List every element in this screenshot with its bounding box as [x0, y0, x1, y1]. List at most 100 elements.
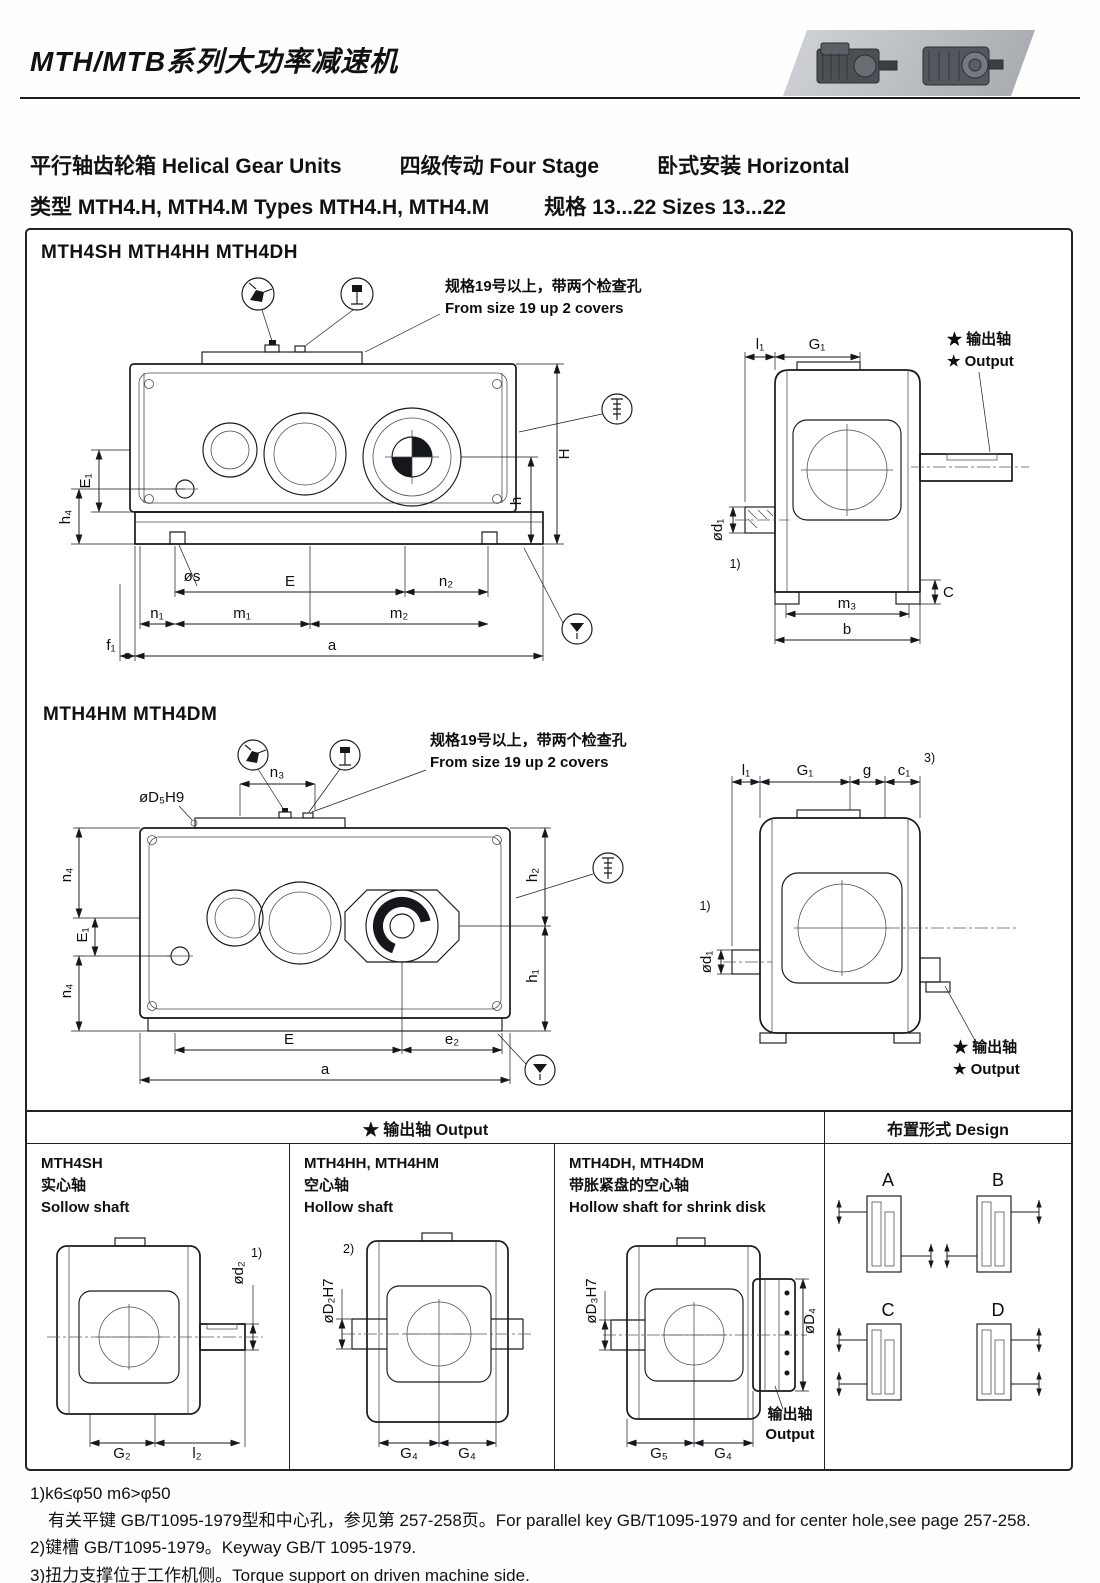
front-view-dimensions: n₃ øD₅H9 E e₂ a n₄ E₁ n₄ h₂ h₁ — [58, 764, 551, 1084]
dim-G2: G₂ — [113, 1445, 131, 1462]
design-c-diagram — [836, 1323, 902, 1401]
cell-mth4hh-hm: MTH4HH, MTH4HM 空心轴 Hollow shaft — [290, 1144, 555, 1471]
table-header-row: ★ 输出轴 Output 布置形式 Design — [27, 1112, 1071, 1144]
gearbox-photo-2 — [922, 46, 1004, 86]
dim-n2: n₂ — [439, 573, 453, 590]
dim-h4: h₄ — [57, 510, 74, 524]
subtitle-row-1: 平行轴齿轮箱 Helical Gear Units 四级传动 Four Stag… — [30, 150, 850, 180]
dim-os: øs — [184, 568, 201, 585]
dim-h2: h₂ — [524, 868, 541, 882]
ref-note-3: 3) — [924, 751, 935, 765]
dim-D3H7: øD₃H7 — [583, 1278, 600, 1323]
dim-C: C — [943, 584, 954, 601]
dim-f1: f₁ — [106, 637, 115, 654]
dim-D4: øD₄ — [801, 1308, 818, 1334]
note-en: From size 19 up 2 covers — [430, 754, 608, 771]
output-label-zh: ★ 输出轴 — [947, 330, 1011, 348]
inspection-note: 规格19号以上，带两个检查孔 From size 19 up 2 covers — [364, 277, 642, 353]
ref-note-2: 2) — [343, 1242, 354, 1256]
dim-od2: ød₂ — [230, 1261, 247, 1285]
subtitle-four-stage: 四级传动 Four Stage — [399, 155, 600, 178]
front-view-dimensions: øs E n₂ n₁ m₁ m₂ f₁ a E₁ h₄ H h — [57, 363, 573, 661]
output-callout: 输出轴 Output — [765, 1385, 815, 1443]
subtitle-gear-units: 平行轴齿轮箱 Helical Gear Units — [30, 155, 342, 178]
dim-E1: E₁ — [77, 473, 94, 488]
ref-note-1: 1) — [251, 1246, 262, 1260]
inspection-note: 规格19号以上，带两个检查孔 From size 19 up 2 covers — [311, 731, 627, 813]
variant-name: MTH4HH, MTH4HM — [304, 1155, 439, 1172]
cell-designs: A B C D — [825, 1144, 1071, 1471]
output-label-en: Output — [765, 1426, 814, 1443]
subtitle-horizontal: 卧式安装 Horizontal — [657, 155, 850, 178]
housing — [603, 1237, 807, 1420]
side-view-housing — [735, 361, 1029, 605]
design-b-diagram — [944, 1195, 1042, 1273]
oil-fill-symbol — [237, 739, 285, 811]
dim-n4-upper: n₄ — [58, 868, 75, 882]
output-label-zh: 输出轴 — [767, 1405, 812, 1423]
design-label-c: C — [882, 1300, 895, 1320]
ref-note-1: 1) — [729, 557, 740, 571]
section-top-title: MTH4SH MTH4HH MTH4DH — [41, 242, 298, 263]
dim-c1: c₁ — [898, 762, 911, 779]
dim-m2: m₂ — [390, 605, 408, 622]
footnote-2: 2)键槽 GB/T1095-1979。Keyway GB/T 1095-1979… — [30, 1538, 417, 1558]
note-en: From size 19 up 2 covers — [445, 300, 623, 317]
dimensions: øD₃H7 øD₄ G₅ G₄ — [583, 1278, 818, 1462]
drawing-mth4hm-dm: n₃ øD₅H9 E e₂ a n₄ E₁ n₄ h₂ h₁ 规格19号以上，带… — [58, 731, 1020, 1086]
dim-E: E — [284, 1031, 294, 1048]
variant-name: MTH4DH, MTH4DM — [569, 1155, 704, 1172]
dim-e2: e₂ — [445, 1031, 459, 1048]
variant-type-en: Sollow shaft — [41, 1198, 130, 1216]
dim-g: g — [863, 762, 871, 779]
dim-a: a — [321, 1061, 330, 1078]
ref-note-1: 1) — [699, 899, 710, 913]
cell-mth4dh-dm: MTH4DH, MTH4DM 带胀紧盘的空心轴 Hollow shaft for… — [555, 1144, 825, 1471]
screw-plug-symbol — [518, 393, 633, 433]
dim-l1: l₁ — [756, 336, 764, 353]
side-view-dimensions: l₁ G₁ ød₁ 1) m₃ b C — [709, 336, 954, 644]
oil-drain-symbol — [497, 1033, 556, 1086]
drawing-hollow-shaft: øD₂H7 2) G₄ G₄ — [320, 1232, 533, 1462]
dim-b: b — [843, 621, 851, 638]
housing — [342, 1232, 533, 1423]
dim-H: H — [556, 449, 573, 460]
output-label-zh: ★ 输出轴 — [953, 1038, 1017, 1056]
output-label-en: ★ Output — [947, 353, 1014, 370]
section-mid-title: MTH4HM MTH4DM — [43, 704, 218, 725]
breather-symbol — [308, 739, 361, 813]
drawing-solid-shaft: ød₂ 1) G₂ l₂ — [47, 1237, 263, 1462]
header-rule — [20, 97, 1080, 99]
subtitle-row-2: 类型 MTH4.H, MTH4.M Types MTH4.H, MTH4.M 规… — [30, 191, 786, 221]
variant-type-en: Hollow shaft — [304, 1198, 394, 1216]
footnote-3: 3)扭力支撑位于工作机侧。Torque support on driven ma… — [30, 1565, 530, 1583]
dim-D5H9: øD₅H9 — [139, 789, 184, 806]
breather-symbol — [304, 277, 374, 347]
design-header: 布置形式 Design — [887, 1121, 1009, 1139]
footnote-1b: 有关平键 GB/T1095-1979型和中心孔，参见第 257-258页。For… — [48, 1511, 1031, 1531]
dim-G4-right: G₄ — [458, 1445, 476, 1462]
cell-mth4sh: MTH4SH 实心轴 Sollow shaft — [27, 1144, 290, 1471]
page-title: MTH/MTB系列大功率减速机 — [30, 46, 399, 77]
note-zh: 规格19号以上，带两个检查孔 — [445, 277, 642, 295]
subtitle-sizes: 规格 13...22 Sizes 13...22 — [544, 196, 786, 219]
dim-n4-lower: n₄ — [58, 984, 75, 998]
design-label-b: B — [992, 1170, 1004, 1190]
dim-od1: ød₁ — [698, 951, 715, 974]
design-label-a: A — [882, 1170, 894, 1190]
footnote-1: 1)k6≤φ50 m6>φ50 — [30, 1484, 171, 1503]
front-view-housing — [129, 340, 544, 545]
drawing-design-arrangements: A B C D — [836, 1170, 1042, 1401]
dim-l1: l₁ — [742, 762, 750, 779]
dim-n1: n₁ — [150, 605, 163, 622]
dim-E: E — [285, 573, 295, 590]
front-view-housing — [139, 808, 511, 1032]
screw-plug-symbol — [515, 852, 624, 899]
dim-G1: G₁ — [809, 336, 826, 353]
variant-type-zh: 实心轴 — [41, 1176, 87, 1194]
dim-G4-left: G₄ — [400, 1445, 418, 1462]
oil-drain-symbol — [523, 547, 593, 645]
design-label-d: D — [992, 1300, 1005, 1320]
output-variants-table: ★ 输出轴 Output 布置形式 Design MTH4SH 实心轴 Soll… — [27, 1110, 1071, 1471]
